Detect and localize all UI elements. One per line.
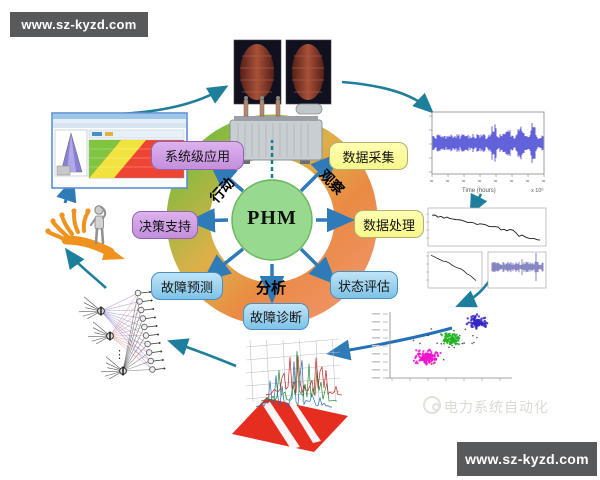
scatter-plot <box>372 312 512 381</box>
spoke-decision <box>187 208 229 233</box>
trend-curve-main <box>426 213 541 241</box>
spoke-arrows <box>187 153 355 304</box>
cycle-arrows <box>56 80 496 368</box>
neural-network: ⋮ <box>79 289 166 380</box>
ring-label-analyze: 分析 <box>256 280 287 297</box>
site-banner-top: www.sz-kyzd.com <box>10 12 148 37</box>
spoke-system-app <box>208 161 245 193</box>
arrow-screenshot-to-transformer <box>99 85 229 117</box>
box-decision-support: 决策支持 <box>132 211 198 239</box>
small-noise-signal <box>491 253 544 281</box>
signal-scale-note: x 10⁵ <box>531 187 544 194</box>
signal-axis-ticks <box>429 115 545 182</box>
spectrum-3d-plot <box>232 338 348 452</box>
person-figure <box>90 205 107 245</box>
arrow-spectrum-to-network <box>167 338 237 368</box>
transformer-bushings <box>243 96 281 117</box>
phm-center-circle <box>231 179 313 261</box>
site-banner-bottom: www.sz-kyzd.com <box>457 442 597 476</box>
box-fault-diagnosis: 故障诊断 <box>243 303 309 330</box>
watermark-label: 电力系统自动化 <box>444 399 549 415</box>
signal-waveform <box>432 123 544 163</box>
degradation-trend-plots <box>426 207 547 289</box>
conservator-tank <box>295 103 323 115</box>
trend-curve-small <box>426 254 477 281</box>
vibration-signal-chart: Time (hours) x 10⁵ <box>429 111 545 194</box>
spoke-state-eval <box>299 247 337 285</box>
arrow-network-to-decision <box>64 247 107 289</box>
winding-photos <box>233 39 332 105</box>
box-data-processing: 数据处理 <box>354 210 424 238</box>
scatter-clusters <box>412 313 489 366</box>
arrow-transformer-to-signal <box>341 80 434 114</box>
box-system-level-application: 系统级应用 <box>151 141 244 170</box>
decision-figure <box>45 205 125 260</box>
spoke-data-acq <box>299 153 339 193</box>
transformer <box>229 96 323 164</box>
scatter-axis-ticks <box>372 313 501 381</box>
spectrum-peaks <box>255 351 343 408</box>
box-fault-prediction: 故障预测 <box>151 272 223 300</box>
svg-text:⋮: ⋮ <box>114 349 125 361</box>
phm-center-label: PHM <box>247 207 297 229</box>
signal-xlabel: Time (hours) <box>462 188 496 194</box>
arrow-scatter-to-spectrum <box>326 326 453 361</box>
box-state-evaluation: 状态评估 <box>330 271 398 299</box>
watermark-logo-icon <box>423 396 441 414</box>
box-data-acquisition: 数据采集 <box>329 142 408 170</box>
